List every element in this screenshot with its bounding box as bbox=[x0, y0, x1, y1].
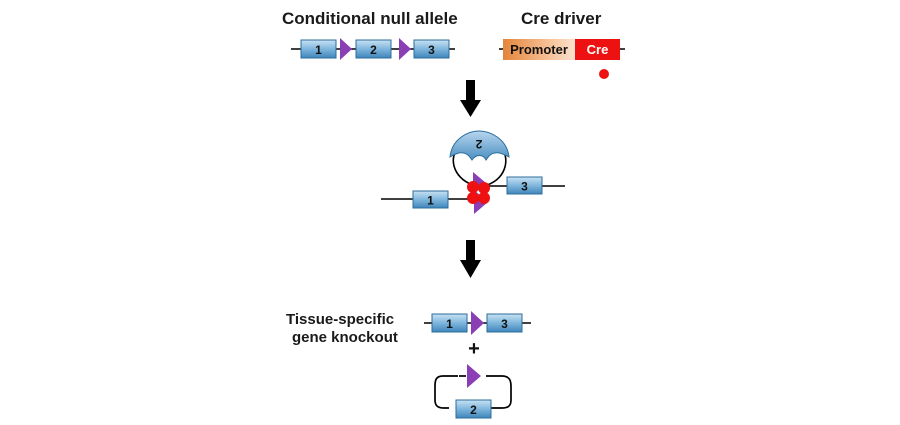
loop-exon-2-label: 2 bbox=[475, 137, 482, 151]
intermediate-exon-3-box: 3 bbox=[506, 176, 543, 195]
exon-3-box: 3 bbox=[413, 39, 450, 59]
svg-text:3: 3 bbox=[521, 180, 528, 194]
cre-driver-heading: Cre driver bbox=[521, 9, 602, 28]
exon-2-loop-dome: 2 bbox=[449, 130, 510, 161]
loxp-triangle-icon bbox=[399, 38, 411, 60]
exon-3-label: 3 bbox=[428, 43, 435, 57]
down-arrow-icon bbox=[460, 80, 481, 117]
promoter-box bbox=[503, 39, 575, 60]
knockout-exon-3-box: 3 bbox=[486, 313, 523, 333]
svg-text:2: 2 bbox=[470, 403, 477, 417]
gene-knockout-label: gene knockout bbox=[292, 329, 398, 346]
excised-circle: 2 bbox=[434, 364, 512, 419]
excised-exon-2-box: 2 bbox=[455, 399, 492, 419]
tissue-specific-label: Tissue-specific bbox=[286, 311, 395, 328]
exon-1-box: 1 bbox=[300, 39, 337, 59]
svg-text:1: 1 bbox=[446, 317, 453, 331]
loxp-triangle-icon bbox=[471, 311, 484, 335]
promoter-label: Promoter bbox=[510, 42, 568, 57]
down-arrow-icon bbox=[460, 240, 481, 278]
loxp-triangle-icon bbox=[340, 38, 352, 60]
conditional-null-allele: 1 2 3 bbox=[291, 38, 455, 60]
cre-driver-construct: Promoter Cre bbox=[499, 39, 625, 79]
intermediate-exon-1-box: 1 bbox=[412, 190, 449, 209]
plus-sign: + bbox=[468, 338, 480, 360]
recombination-intermediate: 2 1 3 bbox=[381, 130, 565, 214]
exon-2-label: 2 bbox=[370, 43, 377, 57]
loxp-triangle-icon bbox=[467, 364, 481, 388]
knockout-allele: 1 3 bbox=[424, 311, 531, 335]
cre-tetramer-icon bbox=[467, 181, 490, 204]
svg-text:1: 1 bbox=[427, 194, 434, 208]
exon-1-label: 1 bbox=[315, 43, 322, 57]
cre-label: Cre bbox=[587, 42, 609, 57]
cre-box bbox=[575, 39, 620, 60]
exon-2-box: 2 bbox=[355, 39, 392, 59]
cre-recombinase-dot-icon bbox=[599, 69, 609, 79]
conditional-null-allele-heading: Conditional null allele bbox=[282, 9, 458, 28]
knockout-exon-1-box: 1 bbox=[431, 313, 468, 333]
svg-text:3: 3 bbox=[501, 317, 508, 331]
